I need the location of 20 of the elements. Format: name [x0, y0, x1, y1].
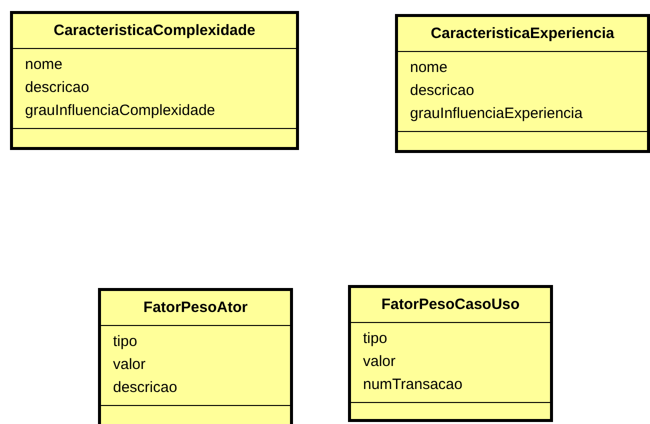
attribute: nome [25, 55, 63, 75]
class-name: CaracteristicaExperiencia [430, 25, 614, 42]
attribute: tipo [363, 329, 388, 349]
attribute: valor [363, 352, 396, 372]
class-name: FatorPesoCasoUso [381, 296, 520, 313]
attribute: tipo [113, 332, 138, 352]
attribute: numTransacao [363, 375, 462, 395]
class-box [395, 14, 650, 153]
attribute: grauInfluenciaComplexidade [25, 101, 216, 121]
attribute: descricao [113, 378, 178, 398]
attribute: valor [113, 355, 146, 375]
attribute: nome [410, 58, 448, 78]
attribute: grauInfluenciaExperiencia [410, 104, 583, 124]
class-box [348, 285, 553, 422]
class-name: FatorPesoAtor [143, 299, 248, 316]
class-name: CaracteristicaComplexidade [54, 22, 256, 39]
attribute: descricao [25, 78, 90, 98]
class-box [98, 288, 293, 424]
class-box [10, 11, 299, 150]
attribute: descricao [410, 81, 474, 101]
